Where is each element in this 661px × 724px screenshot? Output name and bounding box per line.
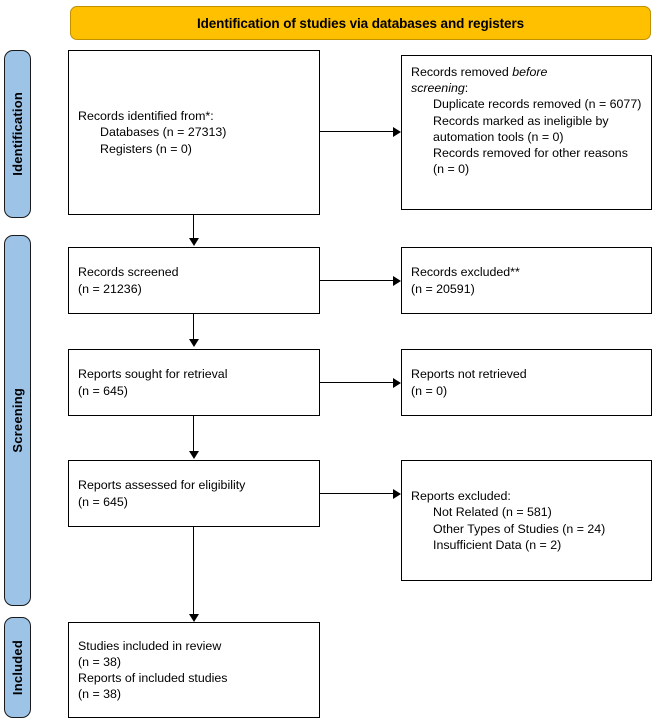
- studies-included-line-3: Reports of included studies: [78, 671, 228, 685]
- reports-excluded-line-1: Reports excluded:: [411, 489, 511, 504]
- box-records-removed-before-screening: Records removed before screening: Duplic…: [401, 55, 652, 210]
- connector-sought-to-not-retrieved: [320, 382, 393, 384]
- box-records-identified: Records identified from*: Databases (n =…: [68, 50, 320, 215]
- arrowhead-assessed-to-included: [189, 614, 199, 622]
- records-removed-line-2: screening:: [411, 80, 642, 96]
- reports-not-retrieved-line-2: (n = 0): [411, 383, 448, 398]
- arrowhead-identified-to-screened: [189, 238, 199, 246]
- arrowhead-screened-to-sought: [189, 339, 199, 347]
- reports-assessed-line-1: Reports assessed for eligibility: [78, 478, 246, 493]
- arrowhead-sought-to-not-retrieved: [393, 378, 401, 388]
- banner-title: Identification of studies via databases …: [196, 15, 525, 31]
- studies-included-line-4: (n = 38): [78, 687, 122, 702]
- arrowhead-screened-to-excluded: [393, 276, 401, 286]
- box-reports-sought-for-retrieval: Reports sought for retrieval (n = 645): [68, 349, 320, 416]
- records-removed-text-a: Records removed: [411, 65, 513, 79]
- phase-tab-identification: Identification: [4, 50, 31, 218]
- phase-tab-included: Included: [4, 617, 31, 718]
- reports-excluded-line-4: Insufficient Data (n = 2): [433, 537, 562, 552]
- records-identified-line-3: Registers (n = 0): [100, 141, 192, 156]
- arrowhead-identified-to-removed: [393, 127, 401, 137]
- box-studies-included: Studies included in review (n = 38) Repo…: [68, 622, 320, 718]
- reports-assessed-line-2: (n = 645): [78, 494, 128, 509]
- records-removed-text-before: before: [512, 65, 548, 79]
- connector-sought-to-assessed: [193, 416, 195, 452]
- reports-sought-line-2: (n = 645): [78, 383, 128, 398]
- connector-identified-to-screened: [193, 215, 195, 239]
- box-records-excluded: Records excluded** (n = 20591): [401, 247, 652, 314]
- records-removed-line-4: Records marked as ineligible by automati…: [433, 113, 613, 144]
- phase-tab-identification-label: Identification: [10, 92, 25, 176]
- arrowhead-assessed-to-reports-excluded: [393, 489, 401, 499]
- reports-excluded-line-3: Other Types of Studies (n = 24): [433, 521, 606, 536]
- records-removed-text-screening: screening: [411, 81, 465, 96]
- connector-screened-to-excluded: [320, 280, 393, 282]
- banner-identification-via-databases: Identification of studies via databases …: [70, 6, 651, 40]
- reports-sought-line-1: Reports sought for retrieval: [78, 367, 228, 382]
- phase-tab-screening-label: Screening: [10, 388, 25, 453]
- records-removed-line-3: Duplicate records removed (n = 6077): [433, 97, 642, 112]
- records-removed-line-5: Records removed for other reasons (n = 0…: [433, 146, 632, 177]
- connector-identified-to-removed: [320, 131, 393, 133]
- box-reports-excluded: Reports excluded: Not Related (n = 581) …: [401, 460, 652, 581]
- arrowhead-sought-to-assessed: [189, 451, 199, 459]
- records-removed-line-1: Records removed before: [411, 64, 642, 80]
- box-reports-not-retrieved: Reports not retrieved (n = 0): [401, 349, 652, 416]
- box-records-screened: Records screened (n = 21236): [68, 247, 320, 314]
- records-excluded-line-1: Records excluded**: [411, 265, 520, 280]
- reports-not-retrieved-line-1: Reports not retrieved: [411, 367, 527, 382]
- records-screened-line-1: Records screened: [78, 265, 179, 280]
- connector-assessed-to-reports-excluded: [320, 493, 393, 495]
- records-screened-line-2: (n = 21236): [78, 281, 142, 296]
- connector-screened-to-sought: [193, 314, 195, 340]
- reports-excluded-line-2: Not Related (n = 581): [433, 505, 552, 520]
- phase-tab-included-label: Included: [10, 639, 25, 696]
- studies-included-line-1: Studies included in review: [78, 638, 222, 653]
- box-reports-assessed-for-eligibility: Reports assessed for eligibility (n = 64…: [68, 460, 320, 527]
- connector-assessed-to-included: [193, 527, 195, 615]
- records-removed-text-colon: :: [464, 81, 469, 96]
- phase-tab-screening: Screening: [4, 235, 31, 606]
- records-excluded-line-2: (n = 20591): [411, 281, 475, 296]
- records-identified-line-2: Databases (n = 27313): [100, 125, 227, 140]
- studies-included-line-2: (n = 38): [78, 654, 122, 669]
- records-identified-line-1: Records identified from*:: [78, 109, 214, 124]
